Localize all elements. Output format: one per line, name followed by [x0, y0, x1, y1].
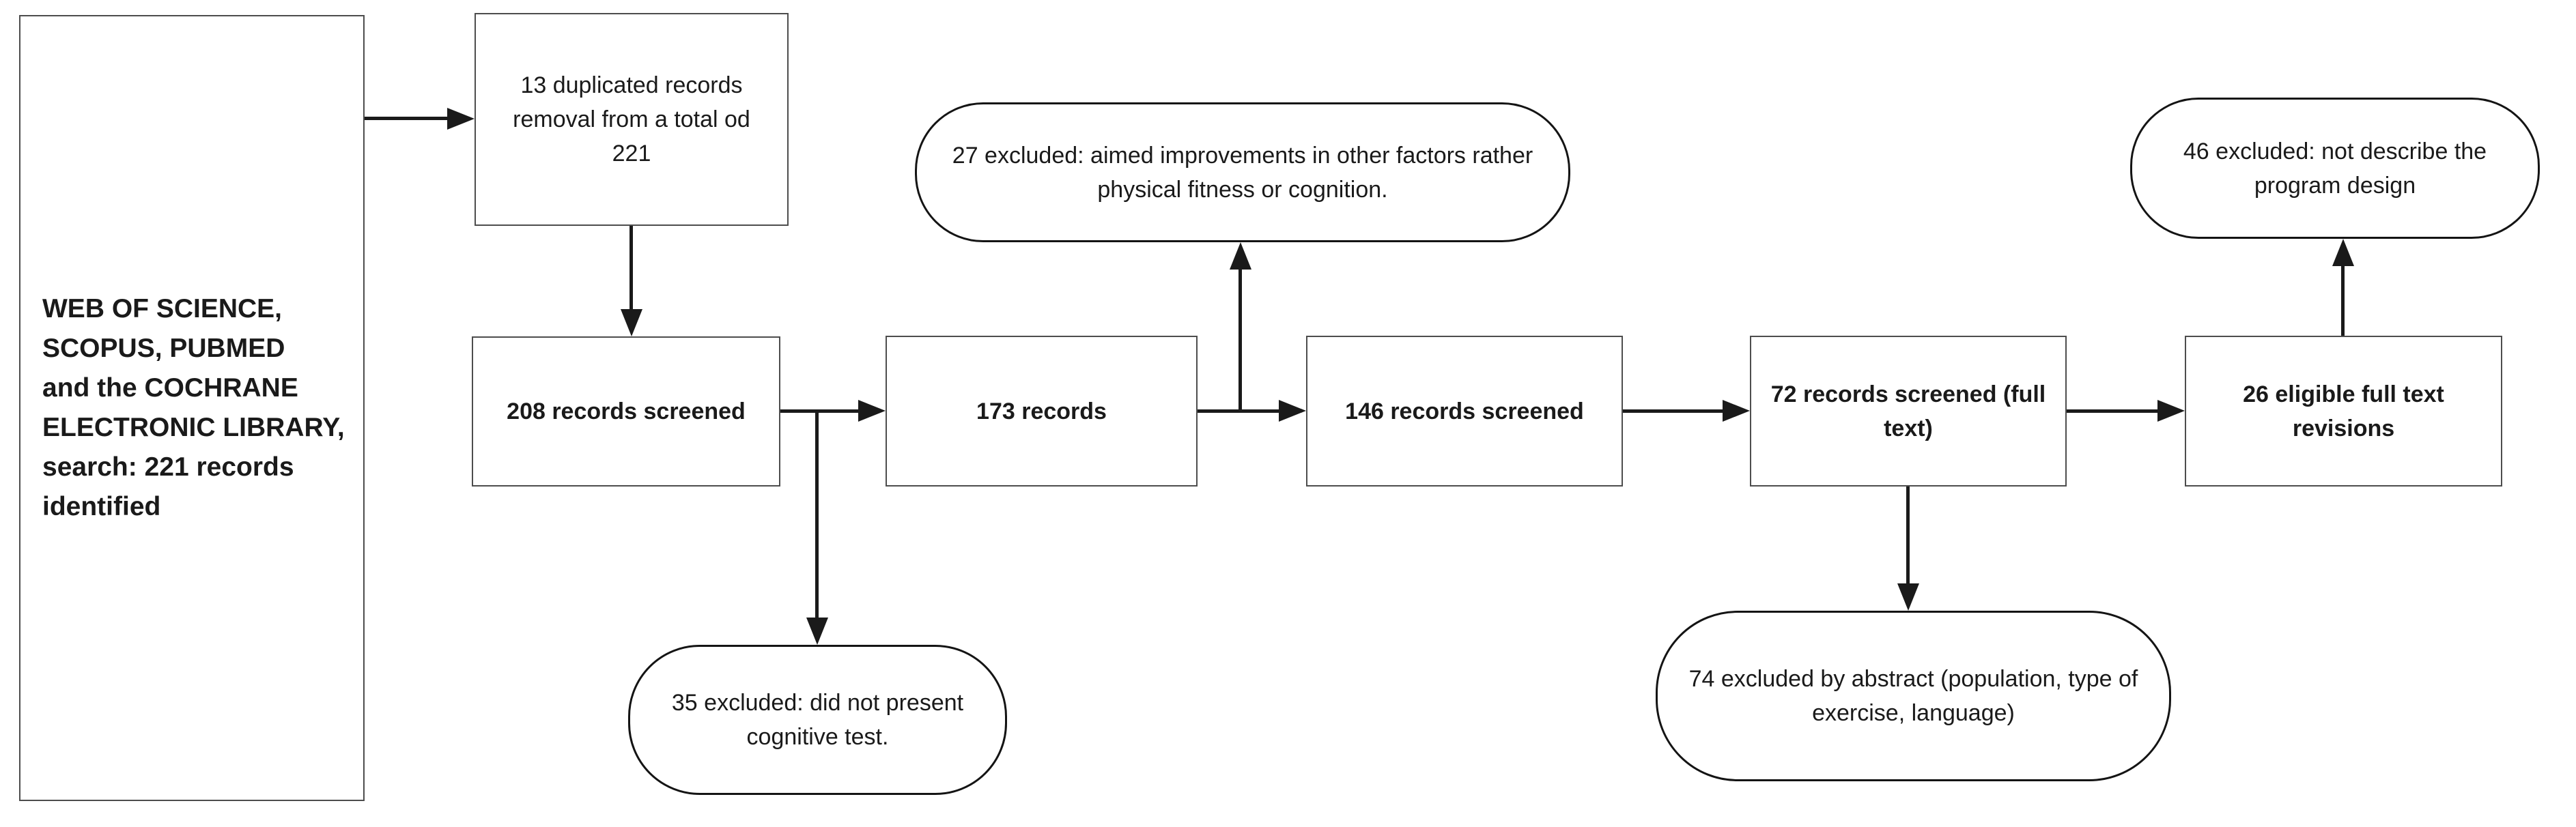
- connector-173-to-146: [1198, 409, 1279, 413]
- node-source: WEB OF SCIENCE, SCOPUS, PUBMED and the C…: [19, 15, 365, 801]
- connector-source-to-duplicates: [365, 117, 447, 120]
- arrowhead-branch-to-27: [1230, 242, 1251, 270]
- arrowhead-72-to-26: [2157, 400, 2185, 422]
- node-excluded-27: 27 excluded: aimed improvements in other…: [915, 102, 1570, 242]
- node-excluded-74-text: 74 excluded by abstract (population, typ…: [1688, 666, 2138, 726]
- node-excluded-46: 46 excluded: not describe the program de…: [2130, 98, 2540, 239]
- node-eligible-26-text: 26 eligible full text revisions: [2243, 381, 2444, 441]
- node-screened-72-text: 72 records screened (full text): [1770, 381, 2046, 441]
- node-source-text: WEB OF SCIENCE, SCOPUS, PUBMED and the C…: [42, 294, 345, 521]
- node-screened-146: 146 records screened: [1306, 336, 1623, 487]
- arrowhead-208-to-173: [858, 400, 886, 422]
- node-screened-72: 72 records screened (full text): [1750, 336, 2067, 487]
- node-excluded-46-text: 46 excluded: not describe the program de…: [2183, 138, 2487, 199]
- arrowhead-173-to-146: [1279, 400, 1306, 422]
- node-excluded-27-text: 27 excluded: aimed improvements in other…: [952, 142, 1533, 203]
- connector-146-to-72: [1623, 409, 1723, 413]
- node-screened-208-text: 208 records screened: [507, 398, 746, 424]
- connector-branch-to-35: [815, 409, 819, 618]
- connector-branch-to-27: [1239, 270, 1242, 413]
- node-screened-146-text: 146 records screened: [1345, 398, 1584, 424]
- node-excluded-35-text: 35 excluded: did not present cognitive t…: [671, 690, 964, 750]
- arrowhead-26-to-46: [2332, 239, 2354, 266]
- node-records-173-text: 173 records: [976, 398, 1107, 424]
- node-eligible-26: 26 eligible full text revisions: [2185, 336, 2502, 487]
- connector-72-to-26: [2067, 409, 2157, 413]
- node-excluded-35: 35 excluded: did not present cognitive t…: [628, 645, 1007, 795]
- connector-208-to-173: [780, 409, 858, 413]
- node-duplicates-removed-text: 13 duplicated records removal from a tot…: [513, 72, 750, 166]
- arrowhead-146-to-72: [1723, 400, 1750, 422]
- arrowhead-source-to-duplicates: [447, 108, 475, 130]
- connector-72-to-74: [1906, 487, 1910, 583]
- arrowhead-72-to-74: [1897, 583, 1919, 611]
- node-records-173: 173 records: [886, 336, 1198, 487]
- connector-duplicates-to-208: [629, 226, 633, 309]
- arrowhead-branch-to-35: [806, 618, 828, 645]
- node-screened-208: 208 records screened: [472, 336, 780, 487]
- arrowhead-duplicates-to-208: [621, 309, 642, 336]
- node-excluded-74: 74 excluded by abstract (population, typ…: [1656, 611, 2171, 781]
- node-duplicates-removed: 13 duplicated records removal from a tot…: [475, 13, 789, 226]
- connector-26-to-46: [2341, 266, 2345, 336]
